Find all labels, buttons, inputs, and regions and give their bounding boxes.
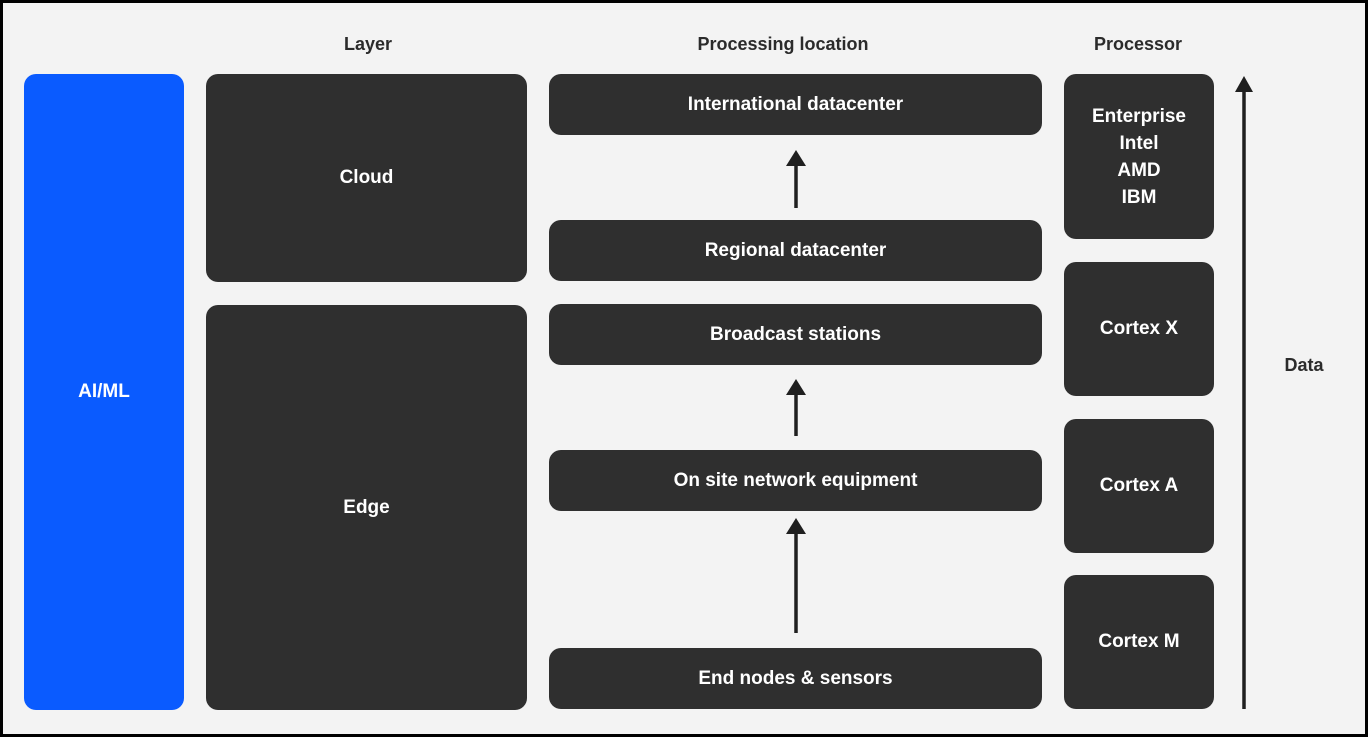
ai-ml-block: AI/ML — [24, 74, 184, 710]
processor-line: Intel — [1119, 132, 1159, 154]
processor-line: Cortex A — [1099, 475, 1179, 496]
header-layer: Layer — [343, 34, 393, 54]
ai-ml-label: AI/ML — [78, 381, 130, 402]
processor-line: AMD — [1117, 159, 1161, 181]
data-axis-arrow-icon — [1235, 76, 1253, 709]
layer-edge-label: Edge — [343, 496, 390, 518]
location-label: On site network equipment — [673, 469, 918, 491]
arrow-up-icon — [786, 379, 806, 436]
arrow-up-icon — [786, 518, 806, 633]
location-label: Broadcast stations — [709, 323, 882, 345]
processor-line: Enterprise — [1092, 105, 1186, 127]
location-regional-datacenter: Regional datacenter — [549, 220, 1042, 281]
arrows-layer — [786, 76, 1253, 709]
location-label: Regional datacenter — [704, 239, 887, 261]
location-international-datacenter: International datacenter — [549, 74, 1042, 135]
header-processor: Processor — [1093, 34, 1183, 54]
processor-line: Cortex M — [1098, 631, 1180, 652]
diagram-canvas: Layer Processing location Processor AI/M… — [3, 3, 1365, 734]
processor-enterprise: Enterprise Intel AMD IBM — [1064, 74, 1214, 239]
processor-cortex-a: Cortex A — [1064, 419, 1214, 553]
location-end-nodes-sensors: End nodes & sensors — [549, 648, 1042, 709]
location-on-site-network-equipment: On site network equipment — [549, 450, 1042, 511]
layer-cloud-label: Cloud — [339, 167, 394, 188]
processor-line: Cortex X — [1099, 318, 1179, 339]
location-label: International datacenter — [687, 93, 904, 115]
data-axis-label: Data — [1284, 355, 1324, 375]
location-label: End nodes & sensors — [698, 667, 893, 689]
processor-cortex-m: Cortex M — [1064, 575, 1214, 709]
header-processing-location: Processing location — [697, 34, 869, 54]
layer-cloud: Cloud — [206, 74, 527, 282]
location-broadcast-stations: Broadcast stations — [549, 304, 1042, 365]
processor-line: IBM — [1121, 186, 1157, 208]
arrow-up-icon — [786, 150, 806, 208]
layer-edge: Edge — [206, 305, 527, 710]
processor-cortex-x: Cortex X — [1064, 262, 1214, 396]
